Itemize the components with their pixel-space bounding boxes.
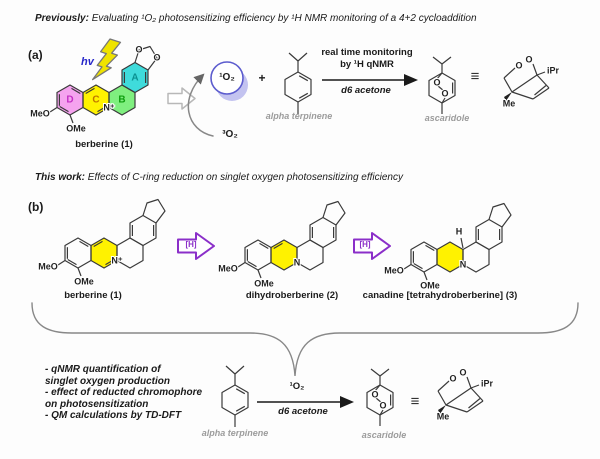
solvent-a-label: d6 acetone [341, 85, 391, 96]
header-previously-rest: Evaluating ¹O₂ photosensitizing efficien… [88, 13, 477, 24]
meo-label: MeO [30, 108, 50, 118]
ascaridole-a-caption: ascaridole [424, 113, 470, 123]
summary-bullets: - qNMR quantification of singlet oxygen … [45, 364, 202, 422]
reduction-label-1: [H] [185, 240, 197, 249]
ome-label: OMe [420, 280, 440, 290]
bullet-1: - qNMR quantification of [45, 364, 161, 375]
dioxole-o2-label: O [153, 52, 160, 62]
reaction-arrow-a [322, 74, 418, 86]
equivalence-bottom-symbol: ≡ [410, 393, 420, 410]
singlet-oxygen-bottom-label: ¹O₂ [289, 381, 305, 392]
n-plus-label: N⁺ [111, 255, 122, 265]
ome-label: OMe [74, 276, 94, 286]
berberine-b-caption: berberine (1) [64, 290, 122, 301]
dioxole-o1-label: O [135, 44, 142, 54]
solvent-bottom-label: d6 acetone [278, 406, 328, 417]
bullet-5: - QM calculations by TD-DFT [45, 410, 182, 422]
singlet-oxygen-label: ¹O₂ [219, 72, 235, 83]
header-thiswork: This work: Effects of C-ring reduction o… [35, 172, 403, 183]
header-previously-lead: Previously: [35, 13, 89, 24]
canadine-caption: canadine [tetrahydroberberine] (3) [362, 290, 518, 301]
lightning-bolt-icon [91, 38, 122, 81]
n-label: N [460, 259, 467, 269]
berberine-b-structure: N⁺ MeO OMe [37, 200, 165, 287]
reaction-arrow-bottom [257, 396, 354, 408]
ome-label: OMe [254, 278, 274, 288]
stereo-h-label: H [456, 226, 463, 236]
alpha-terpinene-bottom-caption: alpha terpinene [201, 428, 269, 438]
header-thiswork-rest: Effects of C-ring reduction on singlet o… [85, 172, 403, 183]
ring-label-b: B [118, 95, 125, 106]
gathering-brace [31, 302, 579, 377]
dihydroberberine-structure: N MeO OMe [217, 202, 345, 289]
reduction-label-2: [H] [359, 240, 371, 249]
ring-label-d: D [66, 95, 73, 106]
header-thiswork-lead: This work: [35, 172, 86, 183]
singlet-oxygen-badge [210, 61, 248, 101]
meo-label: MeO [38, 261, 58, 271]
dihydroberberine-caption: dihydroberberine (2) [245, 290, 339, 301]
plus-sign: + [258, 71, 266, 85]
berberine-a-structure: D C B A N⁺ MeO OMe O O [29, 43, 161, 134]
triplet-oxygen-label: ³O₂ [222, 129, 238, 140]
ome-label: OMe [66, 123, 86, 133]
conditions-line1: real time monitoring [321, 47, 413, 58]
ring-label-a: A [131, 73, 138, 84]
hv-label: hv [81, 56, 94, 68]
meo-label: MeO [218, 263, 238, 273]
ring-label-c: C [92, 95, 99, 106]
bullet-3: - effect of reducted chromophore [45, 387, 203, 399]
curved-arrow-icon [187, 73, 214, 137]
n-plus-label: N⁺ [103, 102, 114, 112]
ascaridole-bottom-caption: ascaridole [361, 430, 407, 440]
panel-a-label: (a) [28, 48, 43, 62]
meo-label: MeO [384, 265, 404, 275]
canadine-structure: N MeO OMe H [383, 204, 511, 291]
bullet-2: singlet oxygen production [45, 375, 171, 387]
alpha-terpinene-a-caption: alpha terpinene [265, 111, 333, 121]
berberine-a-caption: berberine (1) [75, 139, 133, 150]
panel-b-label: (b) [28, 200, 44, 214]
n-label: N [294, 257, 301, 267]
equivalence-a-symbol: ≡ [470, 68, 480, 85]
conditions-line2: by ¹H qNMR [340, 59, 394, 70]
bullet-4: on photosensitization [45, 398, 149, 410]
header-previously: Previously: Evaluating ¹O₂ photosensitiz… [35, 13, 477, 24]
